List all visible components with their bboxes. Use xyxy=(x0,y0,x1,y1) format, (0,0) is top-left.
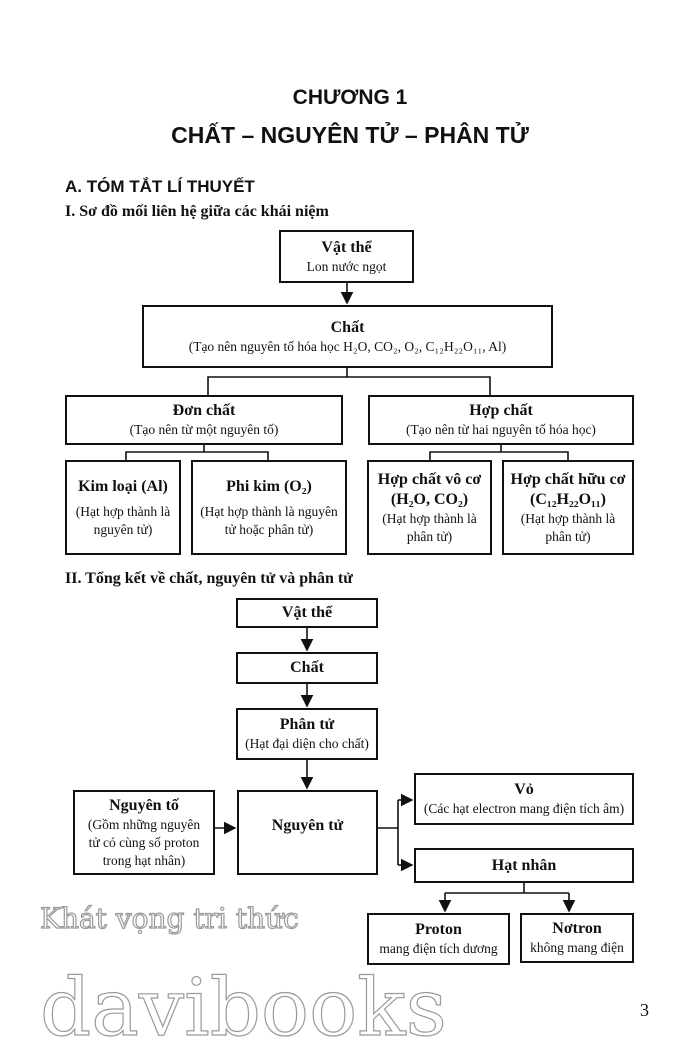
box-subtitle: (Các hạt electron mang điện tích âm) xyxy=(423,801,625,816)
box-nguyen-tu: Nguyên tử xyxy=(237,790,378,875)
box-title: Phân tử xyxy=(279,716,335,733)
box-chat-2: Chất xyxy=(236,652,378,684)
box-title: Kim loại (Al) xyxy=(78,477,168,495)
box-title: Nguyên tử xyxy=(271,817,344,834)
box-subtitle: không mang điện xyxy=(530,940,624,955)
box-subtitle: Lon nước ngọt xyxy=(306,258,387,274)
box-title: Hợp chất xyxy=(469,402,533,419)
chapter-number: CHƯƠNG 1 xyxy=(292,86,408,109)
box-formula: (C₁₂H₂₂O₁₁) xyxy=(530,490,606,508)
box-formula: (H₂O, CO₂) xyxy=(390,490,469,508)
box-title: Nơtron xyxy=(552,920,602,937)
box-title: Vật thể xyxy=(321,238,372,256)
box-chat: Chất (Tạo nên nguyên tố hóa học H₂O, CO₂… xyxy=(142,305,553,368)
box-vat-the-2: Vật thể xyxy=(236,598,378,628)
section-a-heading: A. TÓM TẮT LÍ THUYẾT xyxy=(65,177,255,196)
box-vo: Vỏ (Các hạt electron mang điện tích âm) xyxy=(414,773,634,825)
box-vat-the: Vật thể Lon nước ngọt xyxy=(279,230,414,283)
box-nguyen-to: Nguyên tố (Gồm những nguyên tử có cùng s… xyxy=(73,790,215,875)
box-notron: Nơtron không mang điện xyxy=(520,913,634,963)
box-title: Proton xyxy=(415,921,462,938)
section-1-heading: I. Sơ đồ mối liên hệ giữa các khái niệm xyxy=(65,203,329,220)
box-title: Vỏ xyxy=(514,781,534,798)
box-title: Chất xyxy=(290,659,324,676)
box-title: Hợp chất vô cơ xyxy=(377,470,482,488)
box-hop-chat-vo-co: Hợp chất vô cơ (H₂O, CO₂) (Hạt hợp thành… xyxy=(367,460,492,555)
page-number: 3 xyxy=(640,1000,649,1020)
box-subtitle: (Hạt hợp thành là nguyên tử) xyxy=(75,503,171,537)
watermark-brand: davibooks xyxy=(39,961,447,1050)
box-hat-nhan: Hạt nhân xyxy=(414,848,634,883)
box-subtitle: mang điện tích dương xyxy=(379,941,498,956)
section-2-heading: II. Tổng kết về chất, nguyên tử và phân … xyxy=(65,570,353,587)
box-subtitle: (Tạo nên từ một nguyên tố) xyxy=(129,422,279,437)
box-title: Vật thể xyxy=(281,604,333,621)
box-title: Hợp chất hữu cơ xyxy=(510,470,626,488)
box-don-chat: Đơn chất (Tạo nên từ một nguyên tố) xyxy=(65,395,343,445)
box-subtitle: (Tạo nên từ hai nguyên tố hóa học) xyxy=(406,422,596,437)
box-hop-chat-huu-co: Hợp chất hữu cơ (C₁₂H₂₂O₁₁) (Hạt hợp thà… xyxy=(502,460,634,555)
box-subtitle: (Hạt hợp thành là phân tử) xyxy=(382,510,477,544)
box-subtitle: (Hạt đại diện cho chất) xyxy=(245,736,369,751)
watermark-slogan: Khát vọng tri thức xyxy=(39,902,299,935)
box-title: Phi kim (O₂) xyxy=(226,477,312,495)
box-subtitle: (Hạt hợp thành là phân tử) xyxy=(520,510,616,544)
box-phi-kim: Phi kim (O₂) (Hạt hợp thành là nguyên tử… xyxy=(191,460,347,555)
box-subtitle: (Hạt hợp thành là nguyên tử hoặc phân tử… xyxy=(200,503,338,537)
box-title: Nguyên tố xyxy=(109,796,179,814)
box-title: Hạt nhân xyxy=(491,856,557,874)
box-kim-loai: Kim loại (Al) (Hạt hợp thành là nguyên t… xyxy=(65,460,181,555)
box-title: Đơn chất xyxy=(172,402,236,419)
box-hop-chat: Hợp chất (Tạo nên từ hai nguyên tố hóa h… xyxy=(368,395,634,445)
box-subtitle: (Tạo nên nguyên tố hóa học H₂O, CO₂, O₂,… xyxy=(188,338,507,354)
box-subtitle: (Gồm những nguyên tử có cùng số proton t… xyxy=(87,816,201,868)
chapter-title: CHẤT – NGUYÊN TỬ – PHÂN TỬ xyxy=(171,122,529,148)
box-phan-tu: Phân tử (Hạt đại diện cho chất) xyxy=(236,708,378,760)
box-title: Chất xyxy=(330,318,365,336)
box-proton: Proton mang điện tích dương xyxy=(367,913,510,965)
